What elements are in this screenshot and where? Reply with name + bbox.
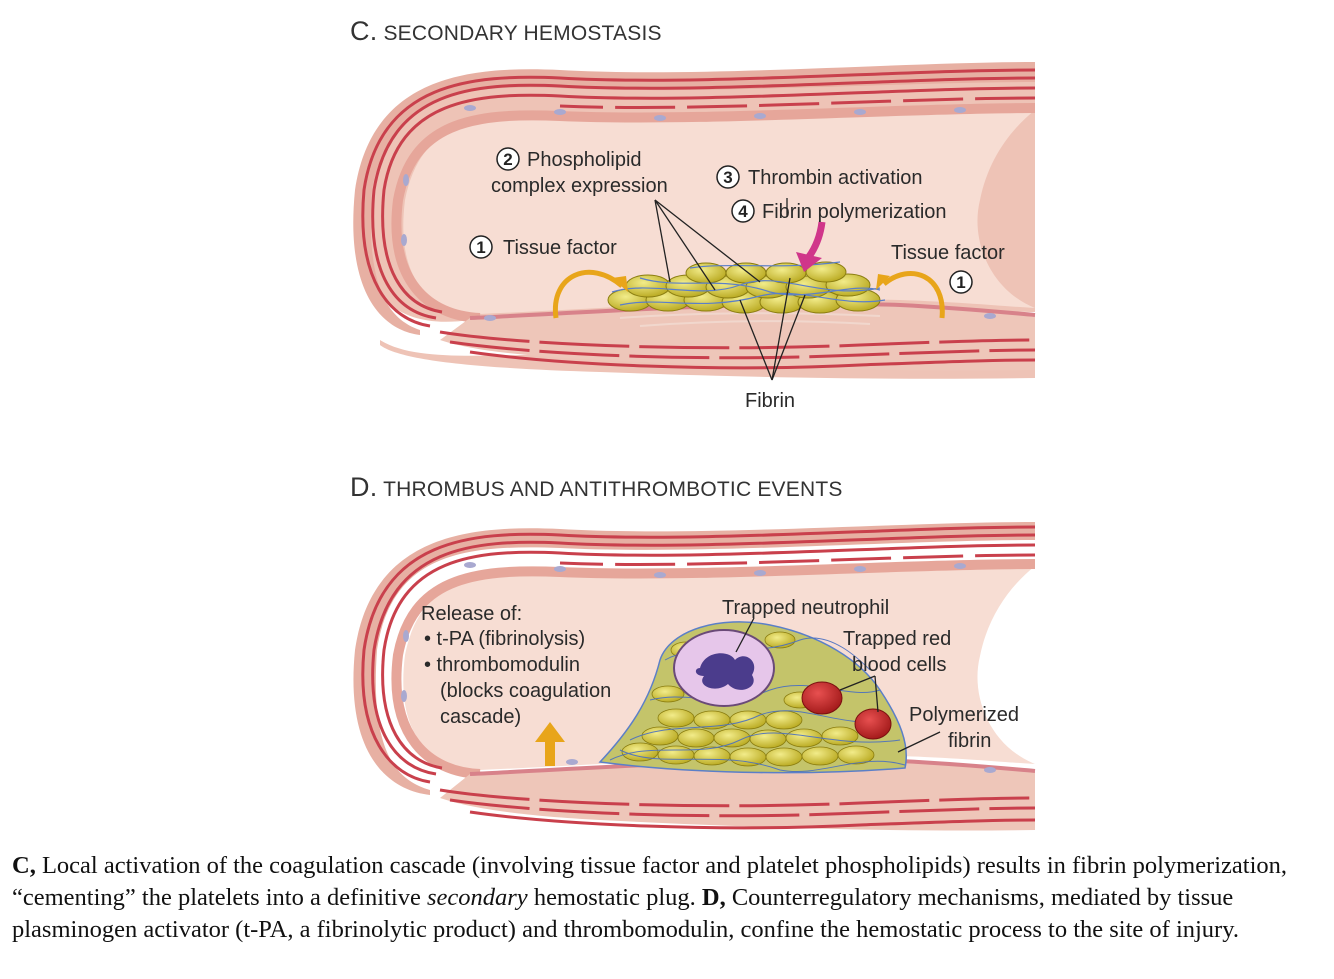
release-item-tpa: • t-PA (fibrinolysis) bbox=[424, 628, 585, 650]
trapped-neutrophil bbox=[673, 629, 775, 707]
fibrin-strands bbox=[611, 261, 886, 306]
step-2-number: 2 bbox=[503, 150, 512, 169]
caption-c-label: C, bbox=[12, 852, 36, 879]
thrombin-text: Thrombin activation bbox=[748, 167, 923, 189]
fibrin-polymerization-arrow bbox=[796, 221, 826, 272]
release-item-thrombomodulin-2: (blocks coagulation bbox=[440, 680, 611, 702]
step-1-number-left: 1 bbox=[476, 238, 485, 257]
leader-lines-d bbox=[735, 617, 941, 753]
trapped-rbc-label-1: Trapped red bbox=[843, 628, 951, 650]
vessel-c-lumen bbox=[403, 110, 1036, 314]
tissue-factor-arrow-left bbox=[552, 269, 628, 319]
caption-c-text: Local activation of the coagulation casc… bbox=[12, 852, 1288, 911]
fibrin-label: Fibrin bbox=[745, 390, 795, 412]
panel-d-title-text: THROMBUS AND ANTITHROMBOTIC EVENTS bbox=[383, 478, 843, 501]
leader-lines-c bbox=[654, 198, 806, 381]
step-1-badge-right bbox=[949, 270, 973, 294]
label-fibrin-polymerization: 4 Fibrin polymerization bbox=[731, 199, 947, 223]
trapped-red-blood-cells bbox=[801, 681, 892, 740]
step-3-number: 3 bbox=[723, 168, 732, 187]
panel-c-title: C. SECONDARY HEMOSTASIS bbox=[350, 16, 662, 47]
tissue-factor-arrow-right bbox=[876, 271, 945, 319]
trapped-neutrophil-label: Trapped neutrophil bbox=[722, 597, 889, 619]
release-item-thrombomodulin: • thrombomodulin bbox=[424, 654, 580, 676]
label-phospholipid: 2 Phospholipid complex expression bbox=[491, 147, 668, 197]
trapped-rbc-label-2: blood cells bbox=[852, 654, 947, 676]
panel-c-letter: C. bbox=[350, 16, 378, 46]
step-2-badge bbox=[496, 147, 520, 171]
label-tissue-factor-left: 1 Tissue factor bbox=[469, 235, 617, 259]
fibrin-polymerization-text: Fibrin polymerization bbox=[762, 201, 947, 223]
polymerized-fibrin-label-1: Polymerized bbox=[909, 704, 1019, 726]
step-1-number-right: 1 bbox=[956, 273, 965, 292]
panel-d-letter: D. bbox=[350, 472, 378, 502]
step-1-badge-left bbox=[469, 235, 493, 259]
caption-c-text2: hemostatic plug. bbox=[527, 884, 702, 911]
release-item-thrombomodulin-3: cascade) bbox=[440, 706, 521, 728]
tissue-factor-left-text: Tissue factor bbox=[503, 237, 617, 259]
panel-c-title-text: SECONDARY HEMOSTASIS bbox=[383, 22, 662, 45]
polymerized-fibrin-label-2: fibrin bbox=[948, 730, 991, 752]
panel-d-title: D. THROMBUS AND ANTITHROMBOTIC EVENTS bbox=[350, 472, 843, 503]
phospholipid-line1: Phospholipid bbox=[527, 149, 642, 171]
step-4-number: 4 bbox=[738, 202, 748, 221]
caption-c-italic: secondary bbox=[426, 884, 528, 911]
caption-d-label: D, bbox=[701, 884, 726, 911]
release-title: Release of: bbox=[421, 603, 522, 625]
tissue-factor-right-text: Tissue factor bbox=[891, 242, 1005, 264]
figure-caption: C, Local activation of the coagulation c… bbox=[12, 850, 1328, 946]
caption-d-text: Counterregulatory mechanisms, mediated b… bbox=[12, 884, 1239, 943]
label-tissue-factor-right: Tissue factor 1 bbox=[891, 242, 1005, 294]
platelet-plug bbox=[607, 261, 881, 314]
vessel-c bbox=[353, 62, 1036, 381]
release-arrow bbox=[535, 722, 565, 766]
label-thrombin: 3 Thrombin activation bbox=[716, 165, 923, 189]
phospholipid-line2: complex expression bbox=[491, 175, 668, 197]
vessel-d bbox=[353, 522, 1036, 831]
step-4-badge bbox=[731, 199, 755, 223]
step-3-badge bbox=[716, 165, 740, 189]
